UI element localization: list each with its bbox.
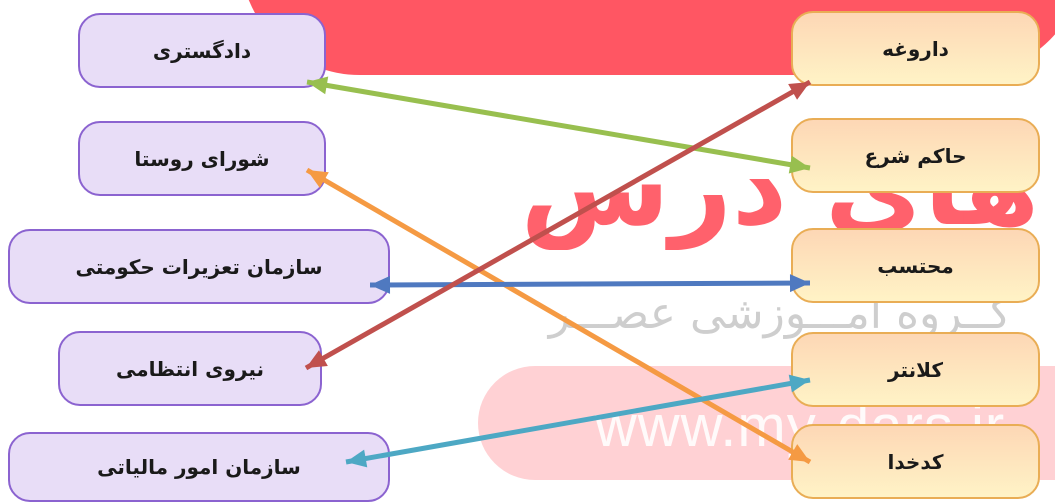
right-box-5: کدخدا — [791, 424, 1040, 499]
right-box-4: کلانتر — [791, 332, 1040, 407]
arrow-blue-line — [369, 280, 811, 288]
right-box-3: محتسب — [791, 228, 1040, 303]
arrow-orange-line — [305, 167, 812, 465]
left-box-3: سازمان تعزیرات حکومتی — [8, 229, 390, 304]
left-box-5: سازمان امور مالیاتی — [8, 432, 390, 502]
arrow-orange-head-left — [307, 170, 329, 188]
arrow-cyan-line — [345, 377, 811, 465]
arrow-cyan-head-right — [788, 374, 810, 393]
left-box-4: نیروی انتظامی — [58, 331, 322, 406]
arrow-blue-head-right — [789, 274, 810, 293]
arrow-red-line — [304, 79, 812, 371]
arrow-blue-head-left — [370, 275, 391, 294]
left-box-1: دادگستری — [78, 13, 326, 88]
left-box-2: شورای روستا — [78, 121, 326, 196]
arrow-cyan-head-left — [346, 449, 368, 468]
right-box-2: حاکم شرع — [791, 118, 1040, 193]
arrow-orange-head-right — [788, 444, 810, 462]
arrow-red-head-left — [306, 350, 328, 368]
arrow-red-head-right — [788, 82, 810, 100]
arrow-green-head-left — [307, 76, 329, 95]
right-box-1: داروغه — [791, 11, 1040, 86]
arrow-green-line — [306, 79, 811, 171]
arrow-green-head-right — [788, 155, 810, 174]
